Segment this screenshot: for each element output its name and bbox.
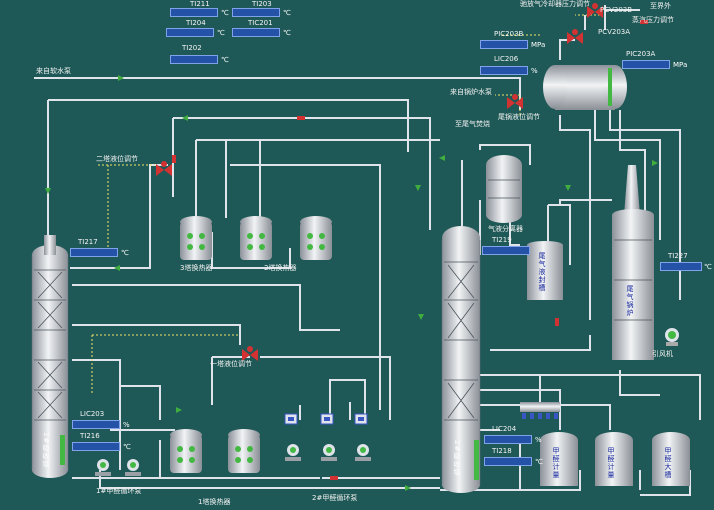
- second-tower-level-valve[interactable]: [154, 160, 174, 180]
- first-tower-level-valve[interactable]: [240, 345, 260, 365]
- ti218-value[interactable]: [484, 457, 532, 466]
- pump-3[interactable]: [282, 440, 304, 464]
- ti204-unit: ℃: [217, 29, 225, 37]
- pump-1-label: 1#甲醛循环泵: [96, 487, 142, 495]
- to-outside-label: 至界外: [650, 2, 671, 10]
- exchanger-2-label: 2塔换热器: [264, 264, 297, 272]
- ti204-value[interactable]: [166, 28, 214, 37]
- tail-gas-boiler-label: 尾气锅炉: [626, 285, 634, 317]
- steam-drum: [543, 65, 627, 110]
- soft-water-label: 来自软水泵: [36, 67, 71, 75]
- tag-ti227: TI227: [668, 252, 688, 260]
- distributor-manifold: [520, 402, 560, 419]
- pcv203a-valve[interactable]: [565, 28, 585, 48]
- tag-pcv203a: PCV203A: [598, 28, 631, 36]
- tail-gas-seal-label: 尾气液封槽: [538, 252, 546, 292]
- pic203b-value[interactable]: [480, 40, 528, 49]
- tag-pcv203b: PCV203B: [600, 6, 633, 14]
- tag-ti218: TI218: [492, 447, 512, 455]
- tag-ti219: TI219: [492, 236, 512, 244]
- ti218-unit: ℃: [535, 458, 543, 466]
- pic203b-unit: MPa: [531, 41, 546, 49]
- tag-ti204: TI204: [186, 19, 206, 27]
- ti217-unit: ℃: [121, 249, 129, 257]
- pump-2-label: 2#甲醛循环泵: [312, 494, 358, 502]
- methanol-meter-2-label: 甲醛计量: [607, 447, 615, 479]
- induced-fan-label: 引风机: [652, 350, 673, 358]
- heat-exchanger-row-bottom: [170, 429, 260, 473]
- exchanger-1-label: 1塔换热器: [198, 498, 231, 506]
- boiler-water-label: 来自锅炉水泵: [450, 88, 492, 96]
- flow-arrows: [45, 75, 658, 491]
- first-tower-level-label: 一塔液位调节: [210, 360, 252, 368]
- lic204-value[interactable]: [484, 435, 532, 444]
- lic203-unit: %: [123, 421, 130, 429]
- heat-exchanger-row-top: [180, 216, 332, 260]
- ti203-unit: ℃: [283, 9, 291, 17]
- absorber-1: [31, 235, 69, 478]
- gas-separator-label: 气液分离器: [488, 225, 523, 233]
- second-tower-level-label: 二塔液位调节: [96, 155, 138, 163]
- tag-ti216: TI216: [80, 432, 100, 440]
- tail-gas-boiler: [612, 165, 654, 360]
- ti203-value[interactable]: [232, 8, 280, 17]
- pic203a-unit: MPa: [673, 61, 688, 69]
- tic201-unit: ℃: [283, 29, 291, 37]
- ti211-unit: ℃: [221, 9, 229, 17]
- tag-pic203a: PIC203A: [626, 50, 656, 58]
- pcv203b-valve[interactable]: [585, 2, 605, 22]
- tag-ti203: TI203: [252, 0, 272, 8]
- ti202-value[interactable]: [170, 55, 218, 64]
- ti211-value[interactable]: [170, 8, 218, 17]
- pump-motor-5[interactable]: [354, 413, 368, 427]
- pump-1[interactable]: [92, 455, 114, 479]
- pump-motor-3[interactable]: [284, 413, 298, 427]
- ti217-value[interactable]: [70, 248, 118, 257]
- lic206-value[interactable]: [480, 66, 528, 75]
- ti216-unit: ℃: [123, 443, 131, 451]
- pump-5[interactable]: [352, 440, 374, 464]
- tag-pic203b: PIC203B: [494, 30, 524, 38]
- ti219-value[interactable]: [482, 246, 530, 255]
- ti227-value[interactable]: [660, 262, 702, 271]
- tail-gas-level-label: 尾锅液位调节: [498, 113, 540, 121]
- ti227-unit: ℃: [704, 263, 712, 271]
- absorber-2: [441, 226, 481, 493]
- inline-valves: [172, 20, 648, 480]
- tag-ti217: TI217: [78, 238, 98, 246]
- pic203a-value[interactable]: [622, 60, 670, 69]
- absorber-1-label: 1#吸收塔: [42, 432, 50, 469]
- to-tail-gas-burner-label: 至尾气焚烧: [455, 120, 490, 128]
- tag-tic201: TIC201: [248, 19, 273, 27]
- tag-lic203: LIC203: [80, 410, 105, 418]
- tag-lic206: LIC206: [494, 55, 519, 63]
- lic204-unit: %: [535, 436, 542, 444]
- tag-ti211: TI211: [190, 0, 210, 8]
- tag-ti202: TI202: [182, 44, 202, 52]
- tag-lic204: LIC204: [492, 425, 517, 433]
- pump-2[interactable]: [122, 455, 144, 479]
- steam-pressure-label: 蒸汽压力调节: [632, 16, 674, 24]
- lic203-value[interactable]: [72, 420, 120, 429]
- ti202-unit: ℃: [221, 56, 229, 64]
- absorber-2-label: 2#吸收塔: [453, 440, 461, 477]
- gas-liquid-separator: [486, 155, 522, 223]
- tail-gas-level-valve[interactable]: [505, 93, 525, 113]
- ti216-value[interactable]: [72, 442, 120, 451]
- lic206-unit: %: [531, 67, 538, 75]
- pump-motor-4[interactable]: [320, 413, 334, 427]
- tail-gas-seal-tank: [527, 241, 563, 300]
- recovery-pressure-label: 驰放气冷却器压力调节: [520, 0, 590, 8]
- tic201-value[interactable]: [232, 28, 280, 37]
- exchanger-3-label: 3塔换热器: [180, 264, 213, 272]
- induced-fan: [665, 328, 679, 346]
- product-tanks: [540, 432, 690, 486]
- pump-4[interactable]: [318, 440, 340, 464]
- methanol-meter-1-label: 甲醛计量: [552, 447, 560, 479]
- methanol-tank-label: 甲醛大槽: [664, 447, 672, 479]
